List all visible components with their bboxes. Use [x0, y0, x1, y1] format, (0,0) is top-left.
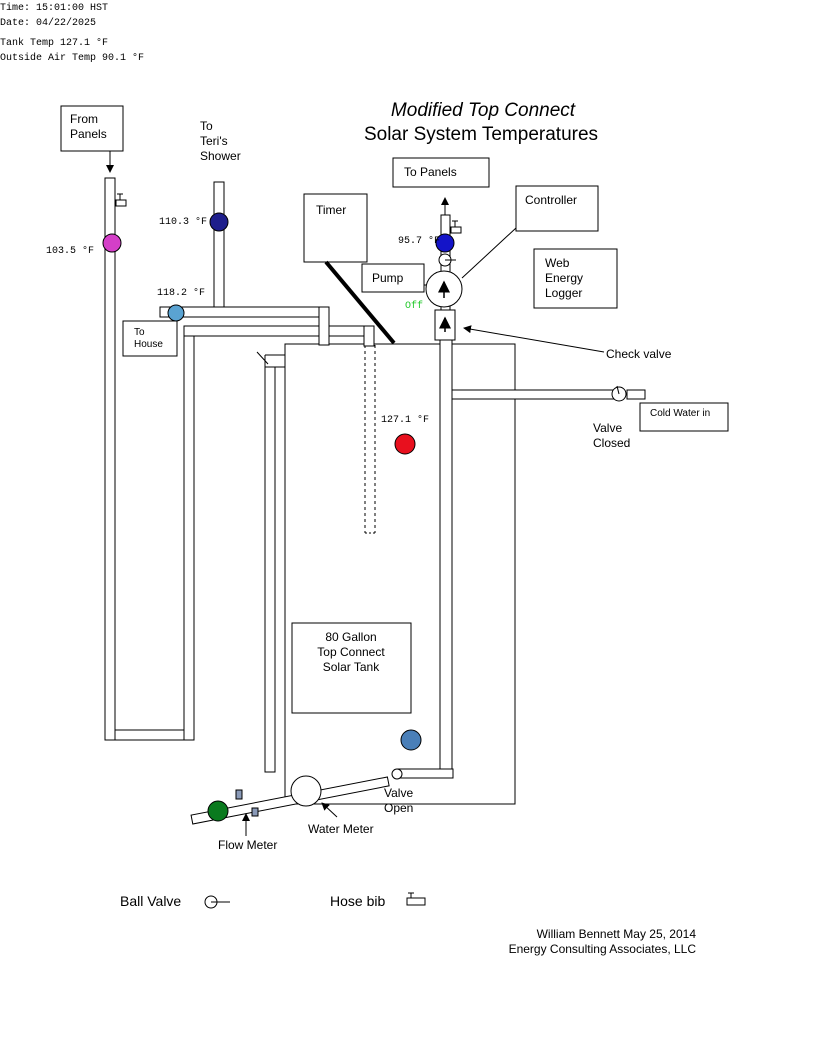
sensor-shower — [209, 212, 229, 232]
cold-water-pipe — [451, 389, 621, 400]
timer-box — [303, 193, 368, 263]
legend-hose-bib-label: Hose bib — [330, 893, 385, 909]
water-meter — [290, 775, 322, 807]
solar-tank — [284, 343, 516, 805]
controller-box — [515, 185, 599, 232]
svg-text:From: From — [70, 112, 98, 126]
sensor-from-panels — [102, 233, 122, 253]
to-shower-pipe — [213, 181, 225, 308]
credit-company: Energy Consulting Associates, LLC — [509, 942, 697, 956]
svg-text:Timer: Timer — [316, 203, 346, 217]
svg-text:Energy: Energy — [545, 271, 583, 285]
temp-to-panels: 95.7 °F — [398, 235, 440, 247]
svg-text:Shower: Shower — [200, 149, 241, 163]
house-feed-horizontal — [183, 325, 375, 337]
pump-status: Off — [405, 300, 423, 312]
bottom-return-pipe — [114, 729, 186, 741]
time-reading: Time: 15:01:00 HST — [0, 2, 108, 14]
svg-text:80 Gallon: 80 Gallon — [325, 630, 376, 644]
sensor-tank — [394, 433, 416, 455]
web-energy-logger-box — [533, 248, 618, 309]
sensor-tank-bottom — [400, 729, 422, 751]
svg-text:To: To — [200, 119, 213, 133]
legend-hose-bib-icon — [406, 892, 426, 906]
svg-text:Logger: Logger — [545, 286, 582, 300]
svg-text:House: House — [134, 339, 163, 350]
date-reading: Date: 04/22/2025 — [0, 17, 96, 29]
cold-water-box — [639, 402, 729, 432]
temp-to-house: 118.2 °F — [157, 287, 205, 299]
check-valve-arrow — [463, 325, 605, 353]
svg-text:Teri's: Teri's — [200, 134, 228, 148]
tank-temp-reading: Tank Temp 127.1 °F — [0, 37, 108, 49]
svg-text:Cold Water in: Cold Water in — [650, 408, 710, 419]
temp-shower: 110.3 °F — [159, 216, 207, 228]
svg-text:Solar Tank: Solar Tank — [323, 660, 380, 674]
sensor-to-panels — [435, 233, 455, 253]
hose-bib-icon — [115, 193, 127, 207]
to-house-pipe — [159, 306, 329, 318]
svg-text:Top Connect: Top Connect — [317, 645, 385, 659]
svg-text:Pump: Pump — [372, 271, 404, 285]
svg-text:Closed: Closed — [593, 436, 630, 450]
house-feed-vertical — [183, 325, 195, 741]
tank-side-pipe — [264, 366, 276, 773]
temp-tank: 127.1 °F — [381, 414, 429, 426]
legend-ball-valve-label: Ball Valve — [120, 893, 181, 909]
title-line-1: Modified Top Connect — [391, 100, 576, 121]
svg-text:Open: Open — [384, 801, 413, 815]
title-line-2: Solar System Temperatures — [364, 124, 598, 145]
svg-text:Panels: Panels — [70, 127, 107, 141]
pump-box — [361, 263, 425, 293]
meter-pipe — [190, 776, 390, 825]
collector-return-pipe — [439, 339, 453, 771]
svg-text:Controller: Controller — [525, 193, 577, 207]
outside-temp-reading: Outside Air Temp 90.1 °F — [0, 52, 144, 64]
from-panels-pipe — [104, 177, 116, 741]
credit-author: William Bennett May 25, 2014 — [537, 927, 697, 941]
open-valve — [391, 768, 403, 780]
temp-from-panels: 103.5 °F — [46, 245, 94, 257]
hose-bib-icon — [450, 220, 462, 234]
sensor-to-house — [167, 304, 185, 322]
to-house-box — [122, 320, 178, 357]
svg-text:To Panels: To Panels — [404, 165, 457, 179]
svg-text:Water Meter: Water Meter — [308, 822, 374, 836]
tank-label-box — [291, 622, 412, 714]
svg-text:Valve: Valve — [593, 421, 622, 435]
svg-text:To: To — [134, 327, 145, 338]
to-panels-box — [392, 157, 490, 188]
flow-meter — [207, 800, 229, 822]
svg-text:Check valve: Check valve — [606, 347, 672, 361]
from-panels-box — [60, 105, 124, 152]
timer-connector — [324, 260, 396, 345]
svg-text:Flow Meter: Flow Meter — [218, 838, 277, 852]
svg-text:Valve: Valve — [384, 786, 413, 800]
svg-text:Web: Web — [545, 256, 570, 270]
